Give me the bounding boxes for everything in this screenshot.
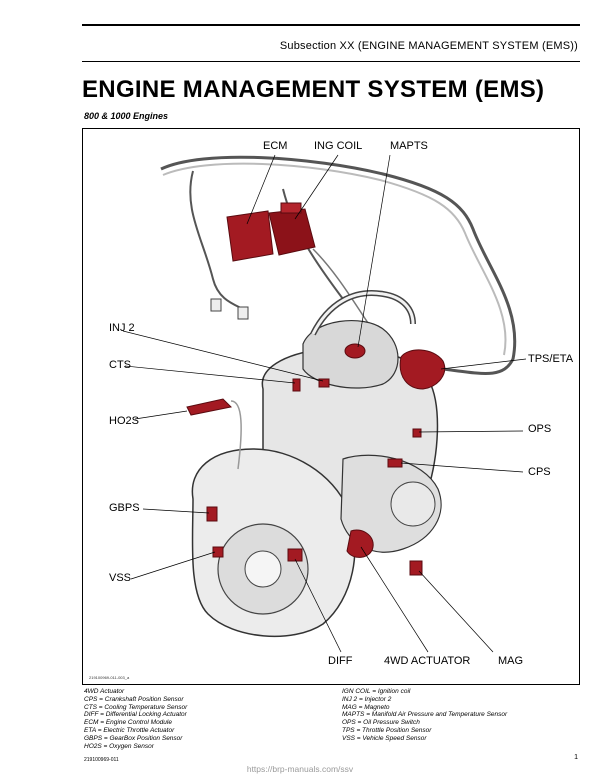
ops-sensor bbox=[412, 428, 422, 438]
legend-item: TPS = Throttle Position Sensor bbox=[342, 726, 432, 734]
gearbox-hub bbox=[244, 550, 282, 588]
mag-sensor bbox=[409, 560, 423, 576]
legend-item: IGN COIL = Ignition coil bbox=[342, 688, 411, 695]
document-id: 219100969-011 bbox=[84, 757, 119, 763]
ecm-module bbox=[226, 210, 274, 262]
callout-ho2s: HO2S bbox=[109, 415, 139, 427]
legend-item: ECM = Engine Control Module bbox=[84, 719, 172, 727]
engine-illustration bbox=[122, 154, 527, 653]
legend-item: MAPTS = Manifold Air Pressure and Temper… bbox=[342, 711, 508, 719]
legend-item: 4WD Actuator bbox=[84, 688, 125, 695]
engine-figure: ECM ING COIL MAPTS INJ 2 CTS HO2S GBPS V… bbox=[82, 128, 580, 685]
callout-ing-coil: ING COIL bbox=[314, 140, 363, 152]
legend-item: OPS = Oil Pressure Switch bbox=[342, 719, 420, 727]
legend-item: GBPS = GearBox Position Sensor bbox=[84, 734, 183, 742]
callout-mag: MAG bbox=[498, 655, 524, 667]
legend-item: HO2S = Oxygen Sensor bbox=[84, 742, 154, 750]
ho2s-sensor bbox=[186, 398, 233, 416]
tps-eta-body bbox=[399, 349, 446, 390]
legend-item: DIFF = Differential Locking Actuator bbox=[84, 711, 187, 719]
leader-lines bbox=[122, 154, 527, 653]
gbps-sensor bbox=[206, 506, 218, 522]
coil-cap bbox=[280, 202, 302, 214]
legend-item: INJ 2 = Injector 2 bbox=[342, 695, 392, 703]
diff-actuator bbox=[287, 548, 303, 562]
callout-cts: CTS bbox=[109, 359, 131, 371]
callout-vss: VSS bbox=[109, 572, 132, 584]
callout-mapts: MAPTS bbox=[390, 140, 428, 152]
legend-item: CPS = Crankshaft Position Sensor bbox=[84, 695, 184, 703]
callout-inj2: INJ 2 bbox=[109, 322, 135, 334]
legend-item: ETA = Electric Throttle Actuator bbox=[84, 726, 175, 734]
callout-diff: DIFF bbox=[328, 655, 353, 667]
legend-item: VSS = Vehicle Speed Sensor bbox=[342, 734, 427, 742]
vss-sensor bbox=[212, 546, 224, 558]
legend-right: IGN COIL = Ignition coil INJ 2 = Injecto… bbox=[342, 688, 507, 743]
ho2s-wire bbox=[230, 400, 242, 470]
callout-cps: CPS bbox=[528, 466, 551, 478]
legend-item: CTS = Cooling Temperature Sensor bbox=[84, 703, 188, 711]
legend-item: MAG = Magneto bbox=[342, 703, 390, 711]
page-subtitle: 800 & 1000 Engines bbox=[84, 111, 169, 121]
watermark-link[interactable]: https://brp-manuals.com/ssv bbox=[246, 764, 354, 774]
header-rule bbox=[82, 24, 580, 26]
title-rule bbox=[82, 61, 580, 62]
figure-id: 219100969-011-003_a bbox=[89, 675, 130, 680]
page-number: 1 bbox=[574, 754, 578, 761]
cps-sensor bbox=[387, 458, 403, 468]
legend-left: 4WD Actuator CPS = Crankshaft Position S… bbox=[84, 688, 187, 750]
callout-gbps: GBPS bbox=[109, 502, 140, 514]
actuator-4wd bbox=[346, 529, 374, 558]
cts-sensor bbox=[292, 378, 301, 392]
inj2-sensor bbox=[318, 378, 330, 388]
callout-ops: OPS bbox=[528, 423, 552, 435]
callout-tps-eta: TPS/ETA bbox=[528, 353, 574, 365]
page-title: ENGINE MANAGEMENT SYSTEM (EMS) bbox=[82, 76, 545, 103]
subsection-heading: Subsection XX (ENGINE MANAGEMENT SYSTEM … bbox=[279, 40, 578, 52]
intake-pipe-hl bbox=[311, 291, 415, 335]
connector bbox=[210, 298, 222, 312]
connector bbox=[237, 306, 249, 320]
callout-4wd-actuator: 4WD ACTUATOR bbox=[384, 655, 471, 667]
mapts-sensor bbox=[344, 343, 366, 359]
ing-coil-module bbox=[268, 208, 316, 256]
wiring-harness bbox=[160, 155, 517, 375]
magneto-cover bbox=[390, 481, 436, 527]
wiring-harness-inner bbox=[162, 162, 507, 356]
harness-drop bbox=[189, 170, 244, 310]
callout-ecm: ECM bbox=[263, 140, 288, 152]
